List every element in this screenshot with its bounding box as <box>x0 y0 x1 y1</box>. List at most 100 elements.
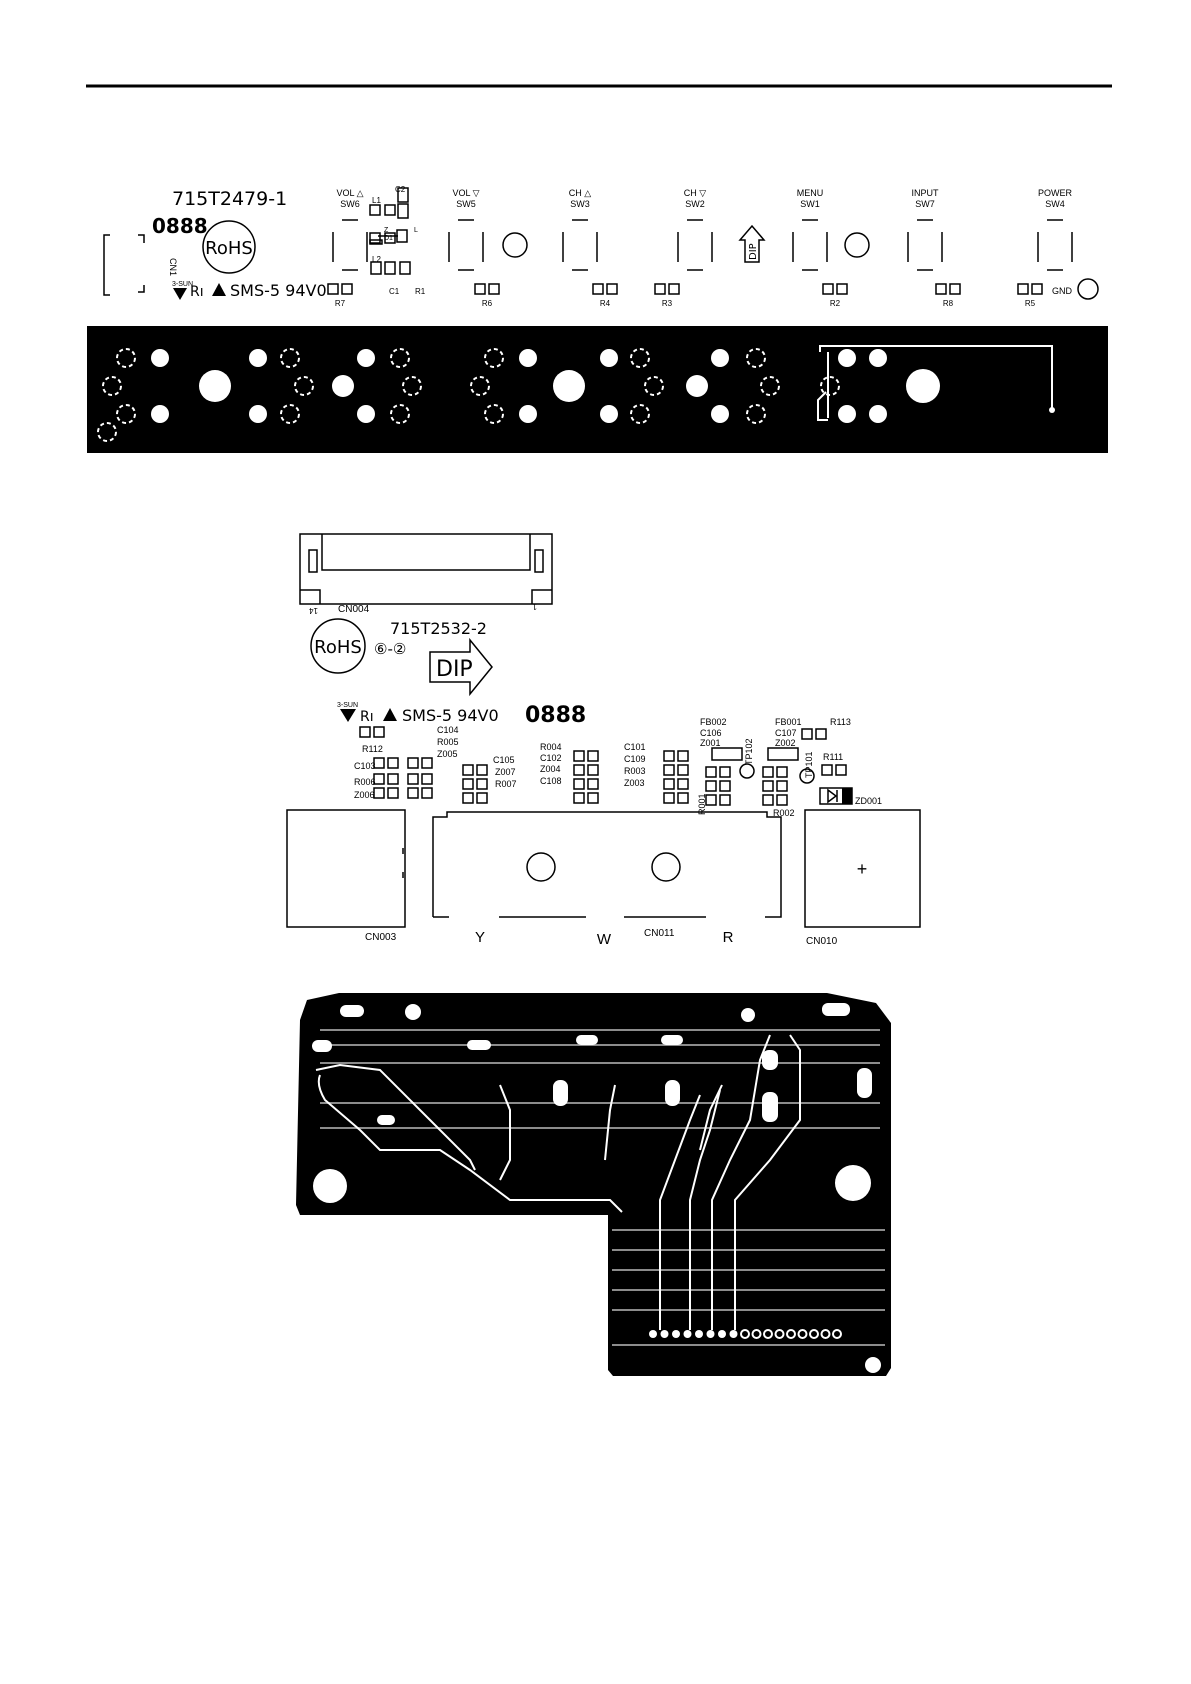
board2-material: SMS-5 94V0 <box>402 706 499 725</box>
svg-text:Z003: Z003 <box>624 778 645 788</box>
board1-hole-2 <box>844 232 870 258</box>
board2-cn003-connector: CN003 <box>286 809 406 943</box>
svg-text:C108: C108 <box>540 776 562 786</box>
copper-pad <box>519 405 537 423</box>
resistor-pad-right <box>668 283 680 295</box>
copper-pad <box>838 349 856 367</box>
copper-pad-outline <box>294 376 314 396</box>
svg-text:C2: C2 <box>395 185 406 194</box>
copper-pad-outline <box>470 376 490 396</box>
switch-func-label: MENU <box>797 188 824 198</box>
smd-pad-right <box>815 728 827 740</box>
board2-smd-pads <box>359 726 847 806</box>
resistor-pad-left <box>1017 283 1029 295</box>
connector-pin-pad <box>751 1329 762 1339</box>
smd-pad-right <box>387 787 399 799</box>
copper-hole <box>553 370 585 402</box>
resistor-label: R5 <box>1025 299 1036 308</box>
board1-cn-mark-bottom <box>138 285 145 293</box>
board1-cn-label: CN1 <box>168 258 178 276</box>
svg-text:R111: R111 <box>823 752 843 762</box>
smd-pad-left <box>663 778 675 790</box>
smd-pad-left <box>663 764 675 776</box>
smd-pad-left <box>373 773 385 785</box>
smd-pad-right <box>677 778 689 790</box>
svg-text:C105: C105 <box>493 755 515 765</box>
board1-rohs: RoHS <box>205 238 253 259</box>
resistor-label: R8 <box>943 299 954 308</box>
smd-pad-left <box>407 757 419 769</box>
smd-pad-right <box>776 780 788 792</box>
svg-text:L: L <box>414 227 418 234</box>
copper-pad <box>249 349 267 367</box>
smd-pad-right <box>677 764 689 776</box>
svg-text:TP102: TP102 <box>744 738 754 765</box>
resistor-label: R2 <box>830 299 841 308</box>
board2-component-labels: R112 C103 R006 Z006 C104 R005 Z005 C105 … <box>354 717 882 818</box>
smd-pad-left <box>762 780 774 792</box>
board2-ul-mark: Rı <box>360 709 374 725</box>
smd-pad-left <box>705 766 717 778</box>
switch-ref-label: SW2 <box>685 199 705 209</box>
connector-pin-pad <box>774 1329 785 1339</box>
smd-pad-left <box>407 787 419 799</box>
board2-part-number: 715T2532-2 <box>390 619 487 638</box>
svg-text:R113: R113 <box>830 717 851 727</box>
smd-pad-left <box>573 778 585 790</box>
resistor-pad-right <box>836 283 848 295</box>
svg-text:Y: Y <box>475 929 485 946</box>
svg-text:Z006: Z006 <box>354 790 375 800</box>
svg-text:C1: C1 <box>389 287 400 296</box>
svg-text:FB002: FB002 <box>700 717 727 727</box>
copper-pad-outline <box>746 348 766 368</box>
smd-pad-left <box>407 773 419 785</box>
svg-text:Z001: Z001 <box>700 738 721 748</box>
fb002-pad <box>711 747 743 761</box>
copper-pad-outline <box>116 348 136 368</box>
smd-pad-right <box>476 792 488 804</box>
board1-hole-1 <box>502 232 528 258</box>
board2-vendor-logo-icon <box>340 709 356 722</box>
connector-pin-pad <box>706 1330 715 1338</box>
smd-pad-right <box>421 757 433 769</box>
svg-text:R007: R007 <box>495 779 517 789</box>
svg-text:C109: C109 <box>624 754 646 764</box>
connector-pin-pad <box>729 1330 738 1338</box>
copper-hole <box>686 375 708 397</box>
smd-pad-left <box>801 728 813 740</box>
board1-vendor-logo-icon <box>173 288 187 300</box>
smd-pad-right <box>587 792 599 804</box>
smd-pad-right <box>719 766 731 778</box>
smd-pad-right <box>421 787 433 799</box>
svg-text:C103: C103 <box>354 761 376 771</box>
connector-pin-pad <box>820 1329 831 1339</box>
resistor-label: R6 <box>482 299 493 308</box>
svg-text:ZD001: ZD001 <box>855 796 882 806</box>
svg-text:C102: C102 <box>540 753 562 763</box>
resistor-pad-right <box>488 283 500 295</box>
copper-pad-outline <box>97 422 117 442</box>
smd-pad-right <box>835 764 847 776</box>
smd-pad-right <box>421 773 433 785</box>
resistor-pad-left <box>327 283 339 295</box>
board2-tp101-pad <box>799 768 815 784</box>
copper-pad-outline <box>102 376 122 396</box>
connector-pin-pad <box>832 1329 842 1339</box>
board1-switch-bodies <box>332 219 1073 271</box>
smd-pad-right <box>476 764 488 776</box>
board2-date-code: ⑥-② <box>374 640 406 658</box>
svg-text:R004: R004 <box>540 742 562 752</box>
smd-pad-left <box>462 792 474 804</box>
svg-text:R112: R112 <box>362 744 383 754</box>
switch-func-label: CH ▽ <box>684 188 706 198</box>
svg-text:D1: D1 <box>384 235 393 242</box>
svg-text:1: 1 <box>532 602 537 611</box>
svg-text:Z002: Z002 <box>775 738 796 748</box>
resistor-label: R4 <box>600 299 611 308</box>
smd-pad-right <box>677 792 689 804</box>
smd-pad-left <box>573 792 585 804</box>
copper-pad <box>600 349 618 367</box>
copper-pad <box>151 405 169 423</box>
